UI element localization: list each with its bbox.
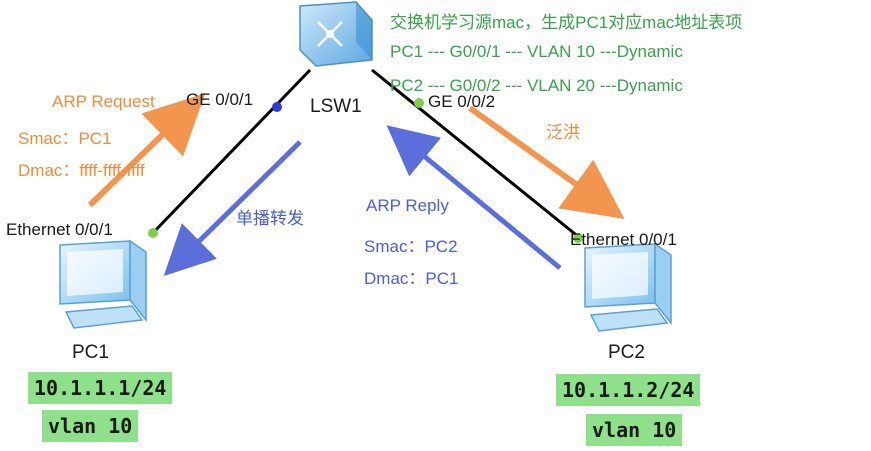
arp-request-arrow bbox=[87, 93, 206, 208]
mac-table-entry-2: PC2 --- G0/0/2 --- VLAN 20 ---Dynamic bbox=[390, 76, 683, 95]
pc1-ip: 10.1.1.1/24 bbox=[28, 372, 173, 404]
arp-reply-arrow bbox=[386, 125, 562, 270]
mac-table-title: 交换机学习源mac，生成PC1对应mac地址表项 bbox=[390, 13, 743, 32]
pc2-name: PC2 bbox=[608, 342, 645, 363]
mac-table-entry-1: PC1 --- G0/0/1 --- VLAN 10 ---Dynamic bbox=[390, 42, 683, 61]
unicast-label: 单播转发 bbox=[236, 209, 304, 228]
flood-label: 泛洪 bbox=[546, 123, 580, 142]
port-dot-pc1 bbox=[148, 228, 158, 238]
arp-reply-dmac: Dmac：PC1 bbox=[364, 269, 459, 288]
pc1-icon bbox=[59, 239, 147, 329]
arp-reply-title: ARP Reply bbox=[366, 196, 449, 215]
arp-request-smac: Smac：PC1 bbox=[18, 129, 112, 148]
pc1-name: PC1 bbox=[72, 342, 109, 363]
switch-name-label: LSW1 bbox=[310, 96, 362, 117]
pc2-icon bbox=[584, 242, 672, 332]
port-label-pc1-eth: Ethernet 0/0/1 bbox=[6, 220, 113, 239]
port-label-ge1: GE 0/0/1 bbox=[186, 90, 254, 109]
port-dot-pc2 bbox=[573, 233, 583, 243]
link-sw-pc2 bbox=[371, 68, 581, 240]
pc2-vlan: vlan 10 bbox=[586, 414, 683, 446]
unicast-arrow bbox=[163, 140, 302, 277]
flood-arrow bbox=[468, 105, 625, 220]
arp-request-title: ARP Request bbox=[52, 92, 155, 111]
arp-reply-smac: Smac：PC2 bbox=[364, 237, 458, 256]
pc2-ip: 10.1.1.2/24 bbox=[556, 374, 701, 406]
port-label-ge2: GE 0/0/2 bbox=[428, 92, 496, 111]
pc1-vlan: vlan 10 bbox=[42, 410, 139, 442]
arp-request-dmac: Dmac：ffff-ffff-ffff bbox=[18, 161, 145, 180]
port-dot-ge1 bbox=[272, 102, 282, 112]
port-label-pc2-eth: Ethernet 0/0/1 bbox=[570, 230, 677, 249]
port-dot-ge2 bbox=[414, 98, 424, 108]
switch-icon bbox=[299, 1, 373, 67]
link-sw-pc1 bbox=[148, 68, 312, 238]
